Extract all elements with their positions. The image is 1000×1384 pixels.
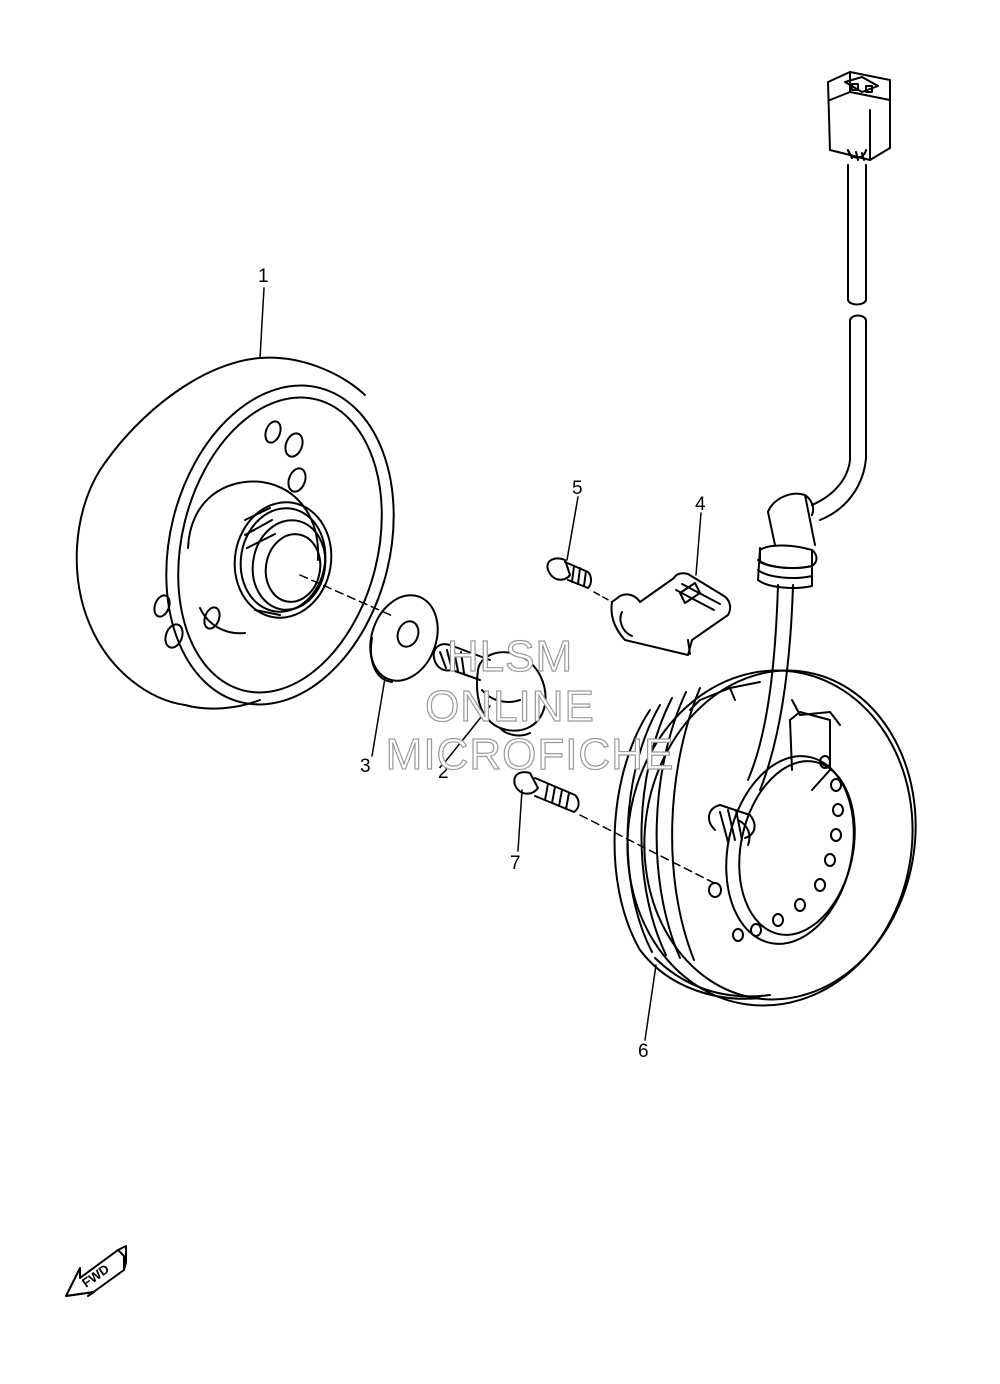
screw-part[interactable] <box>546 557 592 589</box>
callout-6: 6 <box>638 1041 649 1062</box>
stator-part[interactable] <box>606 652 937 1024</box>
nut-part[interactable] <box>432 643 547 737</box>
center-line <box>593 591 613 603</box>
rotor-part[interactable] <box>75 356 426 729</box>
fwd-arrow-icon: FWD <box>65 1245 127 1297</box>
washer-part[interactable] <box>359 586 449 691</box>
watermark-line2: ONLINE <box>424 681 595 731</box>
center-line <box>299 574 396 618</box>
callout-1: 1 <box>258 266 269 287</box>
leader-lines <box>259 287 702 1041</box>
callout-7: 7 <box>510 853 521 874</box>
wire-harness[interactable] <box>747 149 867 791</box>
watermark-line3: MICROFICHE <box>385 729 675 779</box>
center-line <box>579 814 719 886</box>
callout-4: 4 <box>695 494 706 515</box>
fwd-label: FWD <box>79 1261 112 1290</box>
watermark-line1: HLSM <box>446 631 574 681</box>
bracket-part[interactable] <box>610 572 732 656</box>
callout-2: 2 <box>438 762 449 783</box>
connector-plug[interactable] <box>827 71 891 161</box>
callout-5: 5 <box>572 478 583 499</box>
callout-3: 3 <box>360 756 371 777</box>
